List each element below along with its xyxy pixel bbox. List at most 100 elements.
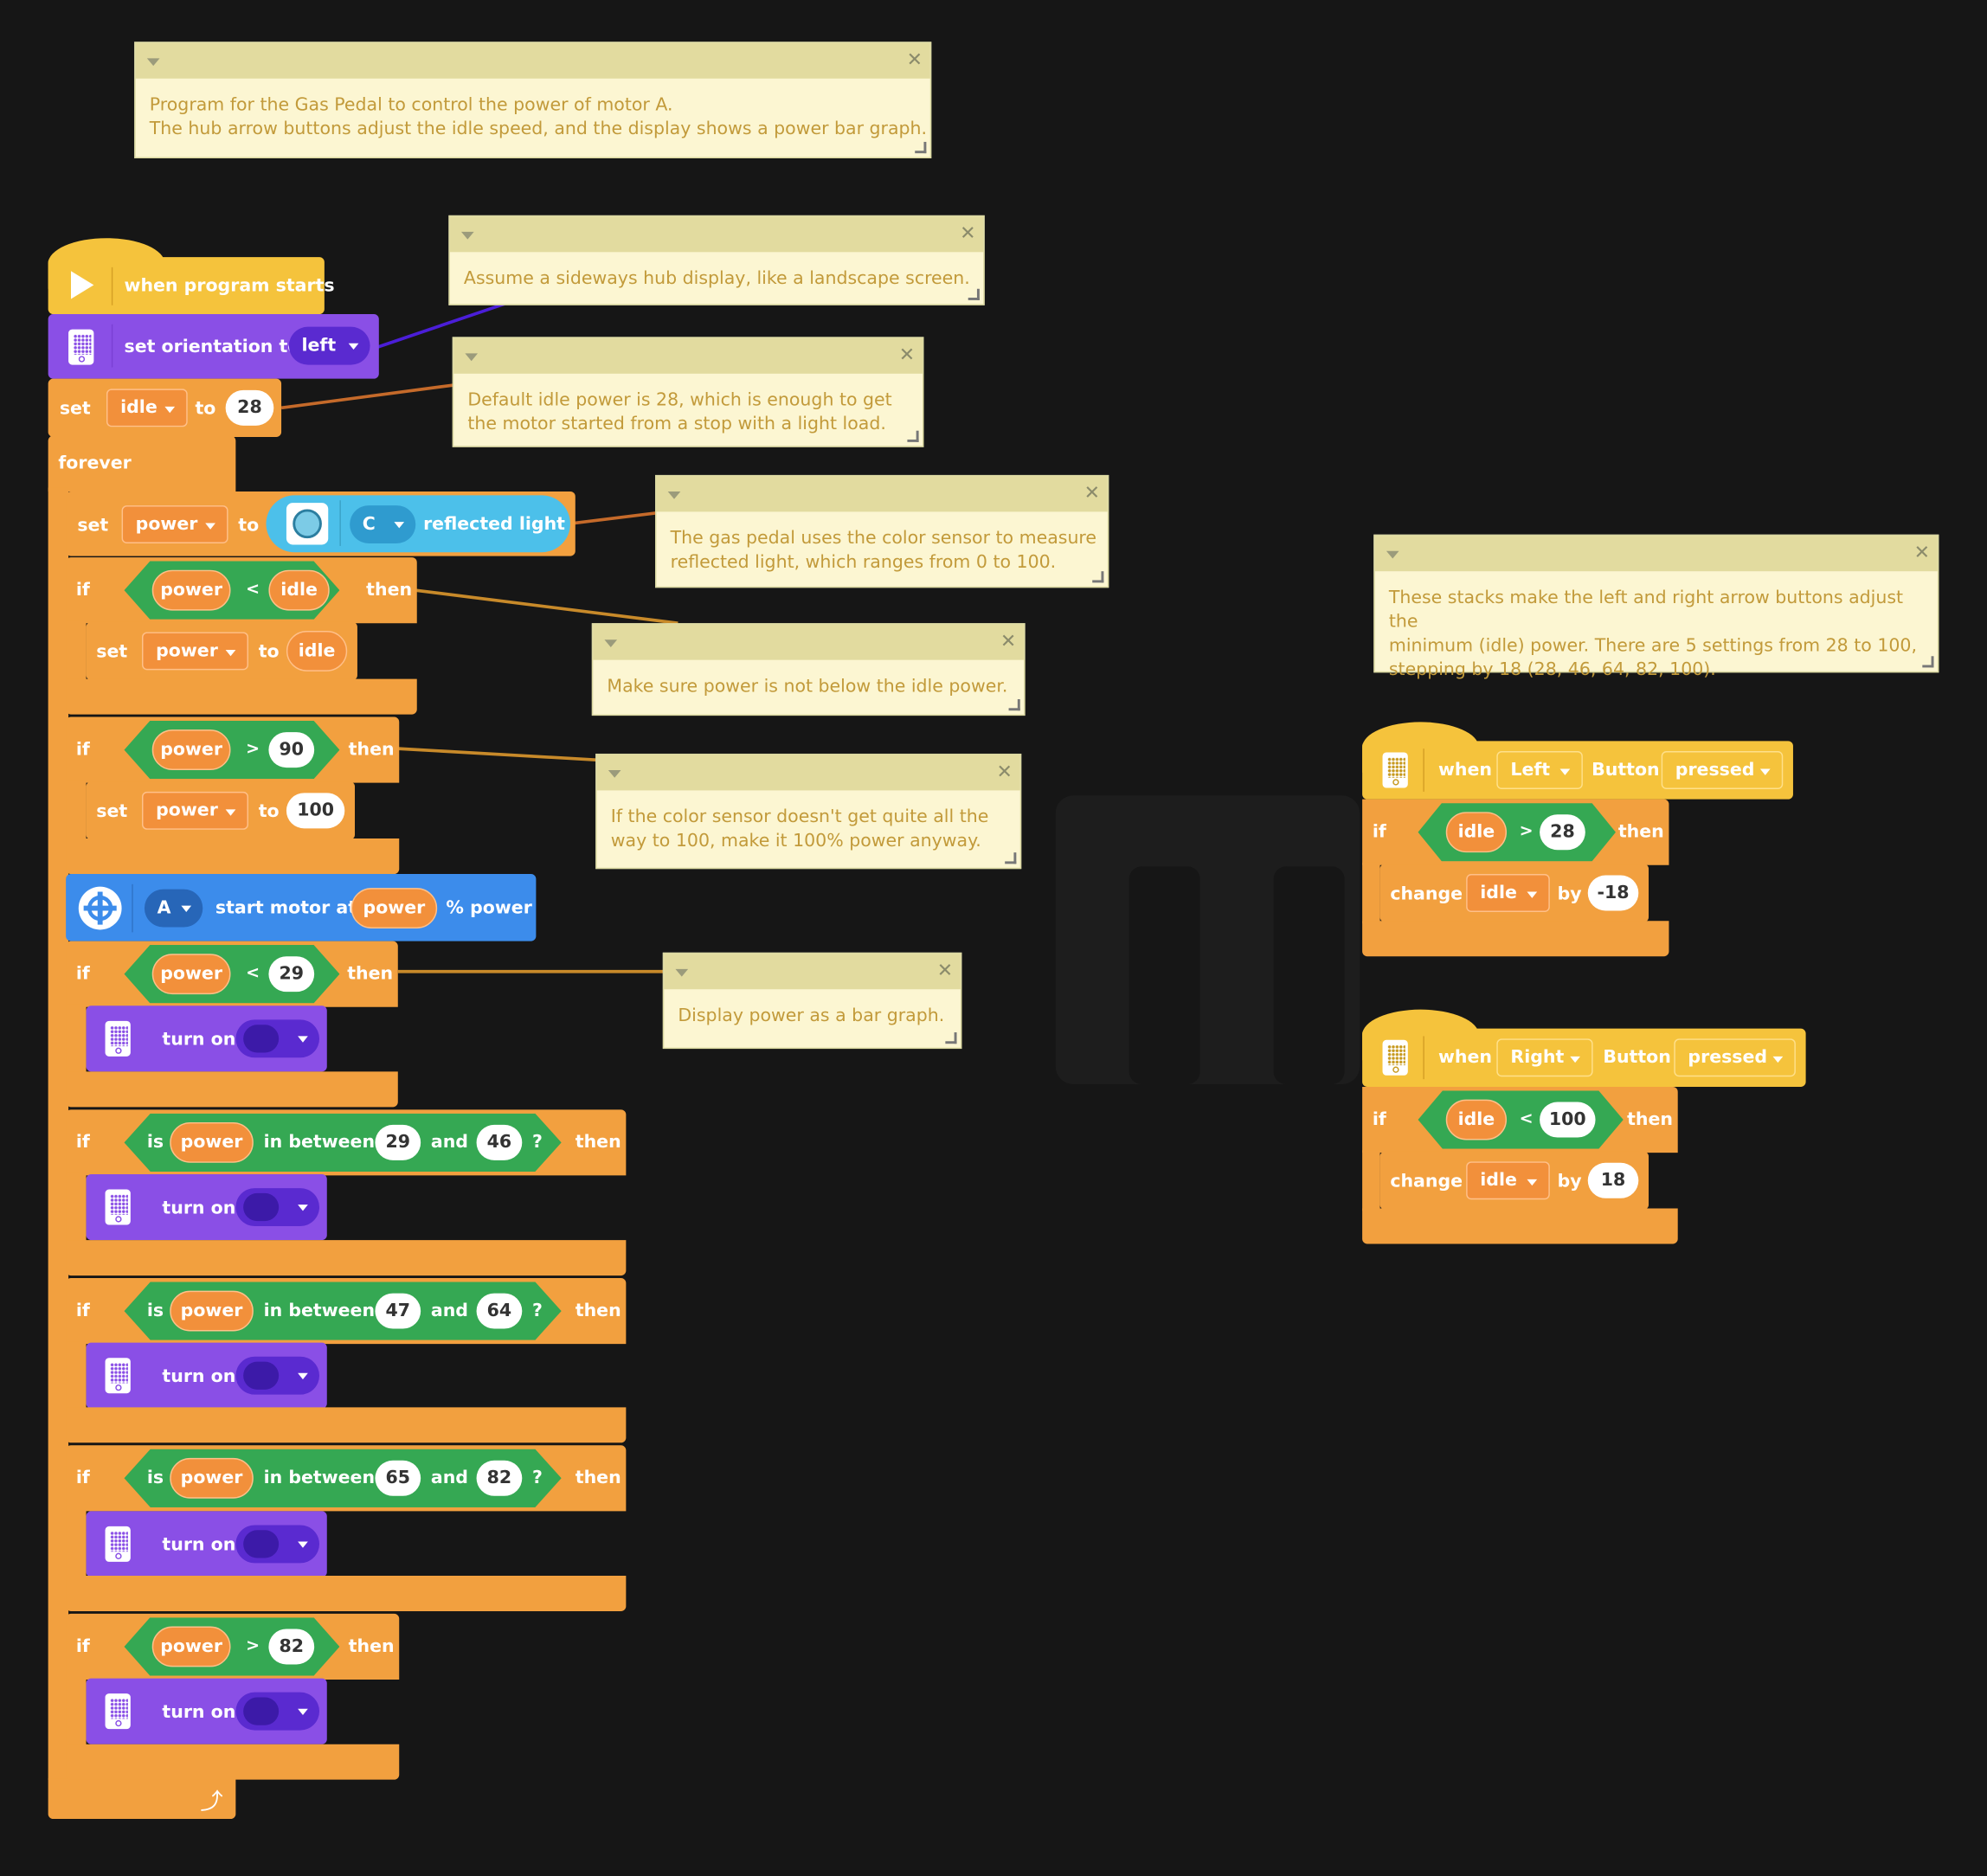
comment-text[interactable]: Display power as a bar graph.	[678, 1005, 945, 1026]
value-input[interactable]: 90	[268, 732, 315, 768]
resize-handle-icon[interactable]	[1922, 656, 1934, 668]
idle-variable-dropdown[interactable]: idle	[106, 389, 188, 427]
resize-handle-icon[interactable]	[1005, 852, 1017, 864]
high-value-input[interactable]: 46	[476, 1124, 523, 1160]
if-idle-above-28[interactable]: if idle > 28 then	[1362, 799, 1669, 865]
sensor-port-dropdown[interactable]: C	[350, 505, 416, 543]
start-motor-block[interactable]: A start motor at power % power	[66, 874, 537, 941]
if-power-between-29-46[interactable]: if is power in between 29 and 46 ? then	[66, 1109, 627, 1176]
motor-port-dropdown[interactable]: A	[144, 889, 203, 928]
if-idle-below-100[interactable]: if idle < 100 then	[1362, 1086, 1678, 1153]
turn-on-display-4[interactable]: turn on	[86, 1511, 327, 1577]
if-power-above-90[interactable]: if power > 90 then	[66, 716, 400, 783]
power-reporter[interactable]: power	[151, 1626, 231, 1667]
delta-input[interactable]: 18	[1587, 1162, 1639, 1198]
turn-on-display-2[interactable]: turn on	[86, 1173, 327, 1241]
collapse-icon[interactable]	[608, 770, 621, 778]
comment-color-sensor[interactable]: ✕ The gas pedal uses the color sensor to…	[655, 474, 1109, 588]
comment-bar-graph[interactable]: ✕ Display power as a bar graph.	[662, 952, 962, 1050]
close-icon[interactable]: ✕	[1084, 481, 1100, 504]
set-idle-block[interactable]: set idle to 28	[48, 378, 282, 438]
in-between-operator[interactable]: is power in between 65 and 82 ?	[124, 1449, 562, 1507]
power-variable-dropdown[interactable]: power	[141, 791, 248, 830]
power-reporter[interactable]: power	[170, 1121, 254, 1163]
collapse-icon[interactable]	[465, 353, 479, 362]
low-value-input[interactable]: 29	[375, 1124, 421, 1160]
high-value-input[interactable]: 82	[476, 1460, 523, 1496]
power-reporter[interactable]: power	[151, 569, 231, 611]
turn-on-display-3[interactable]: turn on	[86, 1342, 327, 1409]
comment-text[interactable]: Make sure power is not below the idle po…	[607, 676, 1008, 697]
in-between-operator[interactable]: is power in between 29 and 46 ?	[124, 1113, 562, 1172]
high-value-input[interactable]: 64	[476, 1293, 523, 1329]
idle-reporter[interactable]: idle	[1445, 1099, 1508, 1140]
greater-than-operator[interactable]: idle > 28	[1418, 803, 1616, 862]
comment-arrow-buttons[interactable]: ✕ These stacks make the left and right a…	[1373, 534, 1939, 680]
button-state-dropdown[interactable]: pressed	[1661, 751, 1784, 789]
power-reporter[interactable]: power	[350, 888, 438, 928]
comment-idle-minimum[interactable]: ✕ Make sure power is not below the idle …	[591, 623, 1026, 716]
button-dropdown[interactable]: Left	[1496, 751, 1583, 789]
less-than-operator[interactable]: idle < 100	[1418, 1090, 1624, 1149]
collapse-icon[interactable]	[460, 231, 474, 240]
comment-default-idle[interactable]: ✕ Default idle power is 28, which is eno…	[452, 337, 924, 447]
if-power-below-29[interactable]: if power < 29 then	[66, 941, 398, 1007]
close-icon[interactable]: ✕	[1913, 541, 1931, 564]
collapse-icon[interactable]	[604, 639, 618, 648]
power-variable-dropdown[interactable]: power	[121, 505, 228, 543]
comment-orientation[interactable]: ✕ Assume a sideways hub display, like a …	[448, 215, 985, 305]
button-dropdown[interactable]: Right	[1496, 1038, 1593, 1077]
forever-footer[interactable]: ⤴	[48, 1778, 236, 1820]
forever-loop[interactable]: forever	[48, 435, 236, 491]
when-left-button-hat[interactable]: when Left Button pressed	[1362, 722, 1793, 800]
idle-variable-dropdown[interactable]: idle	[1466, 1161, 1550, 1200]
comment-text[interactable]: Default idle power is 28, which is enoug…	[467, 389, 892, 435]
close-icon[interactable]: ✕	[960, 222, 976, 245]
power-reporter[interactable]: power	[170, 1457, 254, 1499]
value-input[interactable]: 29	[268, 956, 315, 993]
resize-handle-icon[interactable]	[945, 1032, 957, 1044]
comment-text[interactable]: These stacks make the left and right arr…	[1388, 588, 1917, 681]
if-power-below-idle[interactable]: if power < idle then	[66, 557, 417, 624]
power-variable-dropdown[interactable]: power	[141, 632, 248, 671]
comment-text[interactable]: The gas pedal uses the color sensor to m…	[670, 528, 1097, 573]
idle-value-input[interactable]: 28	[225, 389, 274, 426]
resize-handle-icon[interactable]	[1008, 699, 1020, 711]
pixel-pattern-dropdown[interactable]	[235, 1692, 319, 1731]
orientation-dropdown[interactable]: left	[288, 326, 370, 365]
when-program-starts-hat[interactable]: when program starts	[48, 238, 335, 315]
value-input[interactable]: 100	[1540, 1102, 1596, 1138]
less-than-operator[interactable]: power < 29	[124, 945, 340, 1004]
collapse-icon[interactable]	[675, 968, 689, 977]
if-power-above-82[interactable]: if power > 82 then	[66, 1613, 400, 1680]
pixel-pattern-dropdown[interactable]	[235, 1525, 319, 1564]
set-power-to-100[interactable]: set power to 100	[86, 781, 355, 840]
pixel-pattern-dropdown[interactable]	[235, 1188, 319, 1226]
set-power-block[interactable]: set power to C reflected light	[66, 491, 576, 556]
change-idle-block[interactable]: change idle by 18	[1379, 1151, 1649, 1210]
value-input[interactable]: 28	[1540, 814, 1585, 851]
idle-reporter[interactable]: idle	[268, 569, 330, 611]
less-than-operator[interactable]: power < idle	[124, 561, 340, 620]
if-power-between-65-82[interactable]: if is power in between 65 and 82 ? then	[66, 1445, 627, 1512]
resize-handle-icon[interactable]	[907, 430, 919, 442]
collapse-icon[interactable]	[667, 491, 681, 499]
resize-handle-icon[interactable]	[968, 288, 980, 300]
value-input[interactable]: 100	[286, 793, 345, 829]
power-reporter[interactable]: power	[151, 729, 231, 771]
comment-text[interactable]: Program for the Gas Pedal to control the…	[149, 94, 928, 140]
comment-text[interactable]: If the color sensor doesn't get quite al…	[610, 806, 989, 851]
resize-handle-icon[interactable]	[1092, 571, 1104, 583]
collapse-icon[interactable]	[146, 58, 160, 67]
comment-text[interactable]: Assume a sideways hub display, like a la…	[463, 268, 970, 289]
resize-handle-icon[interactable]	[915, 141, 927, 154]
power-reporter[interactable]: power	[151, 954, 231, 995]
if-power-between-47-64[interactable]: if is power in between 47 and 64 ? then	[66, 1278, 627, 1345]
close-icon[interactable]: ✕	[898, 343, 916, 367]
greater-than-operator[interactable]: power > 90	[124, 720, 340, 780]
set-orientation-block[interactable]: set orientation to left	[48, 314, 379, 379]
low-value-input[interactable]: 47	[375, 1293, 421, 1329]
close-icon[interactable]: ✕	[1000, 629, 1017, 652]
comment-full-power[interactable]: ✕ If the color sensor doesn't get quite …	[595, 753, 1022, 870]
close-icon[interactable]: ✕	[996, 760, 1013, 783]
